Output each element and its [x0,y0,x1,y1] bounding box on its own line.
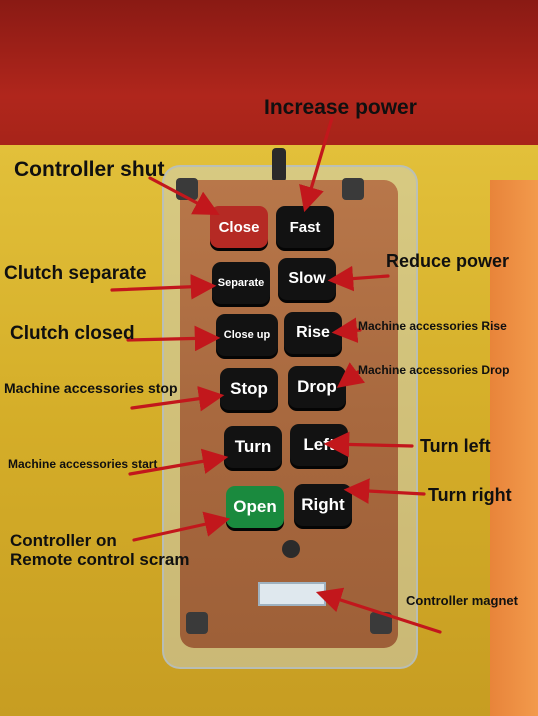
label-accessories-rise: Machine accessories Rise [358,319,507,333]
arrow-accessories-start [128,448,229,476]
arrow-controller-magnet [315,587,442,634]
corner-clip-bottom-right [370,612,392,634]
screw [282,540,300,558]
corner-clip-bottom-left [186,612,208,634]
arrow-accessories-drop [336,362,366,388]
label-turn-left: Turn left [420,436,491,456]
label-reduce-power: Reduce power [386,251,510,271]
controller-magnet-plate [258,582,326,606]
right-button[interactable]: Right [294,484,352,526]
separate-button[interactable]: Separate [212,262,270,304]
label-remote-control-scram: Remote control scram [10,550,190,569]
label-accessories-start: Machine accessories start [8,457,158,471]
background-orange-edge [490,180,538,716]
label-clutch-closed: Clutch closed [10,323,135,344]
drop-button[interactable]: Drop [288,366,346,408]
label-controller-on: Controller on [10,531,117,550]
arrow-accessories-rise [331,317,362,344]
corner-clip-top-right [342,178,364,200]
label-clutch-separate: Clutch separate [4,263,147,284]
arrow-increase-power [299,116,334,213]
label-controller-magnet: Controller magnet [406,593,518,608]
close-button[interactable]: Close [210,206,268,248]
arrow-reduce-power [327,265,390,292]
arrow-controller-shut [148,176,220,216]
slow-button[interactable]: Slow [278,258,336,300]
open-button[interactable]: Open [226,486,284,528]
arrow-turn-left [323,431,414,458]
label-accessories-drop: Machine accessories Drop [358,363,510,377]
label-controller-shut: Controller shut [14,158,165,181]
label-accessories-stop: Machine accessories stop [4,380,178,396]
label-turn-right: Turn right [428,485,512,505]
label-increase-power: Increase power [264,96,417,119]
stop-button[interactable]: Stop [220,368,278,410]
arrow-clutch-closed [126,325,221,352]
fast-button[interactable]: Fast [276,206,334,248]
close-up-button[interactable]: Close up [216,314,278,356]
arrow-clutch-separate [110,273,217,300]
arrow-turn-right [343,478,426,504]
arrow-accessories-stop [130,385,225,412]
antenna [272,148,286,182]
arrow-controller-on [132,511,231,542]
turn-button[interactable]: Turn [224,426,282,468]
